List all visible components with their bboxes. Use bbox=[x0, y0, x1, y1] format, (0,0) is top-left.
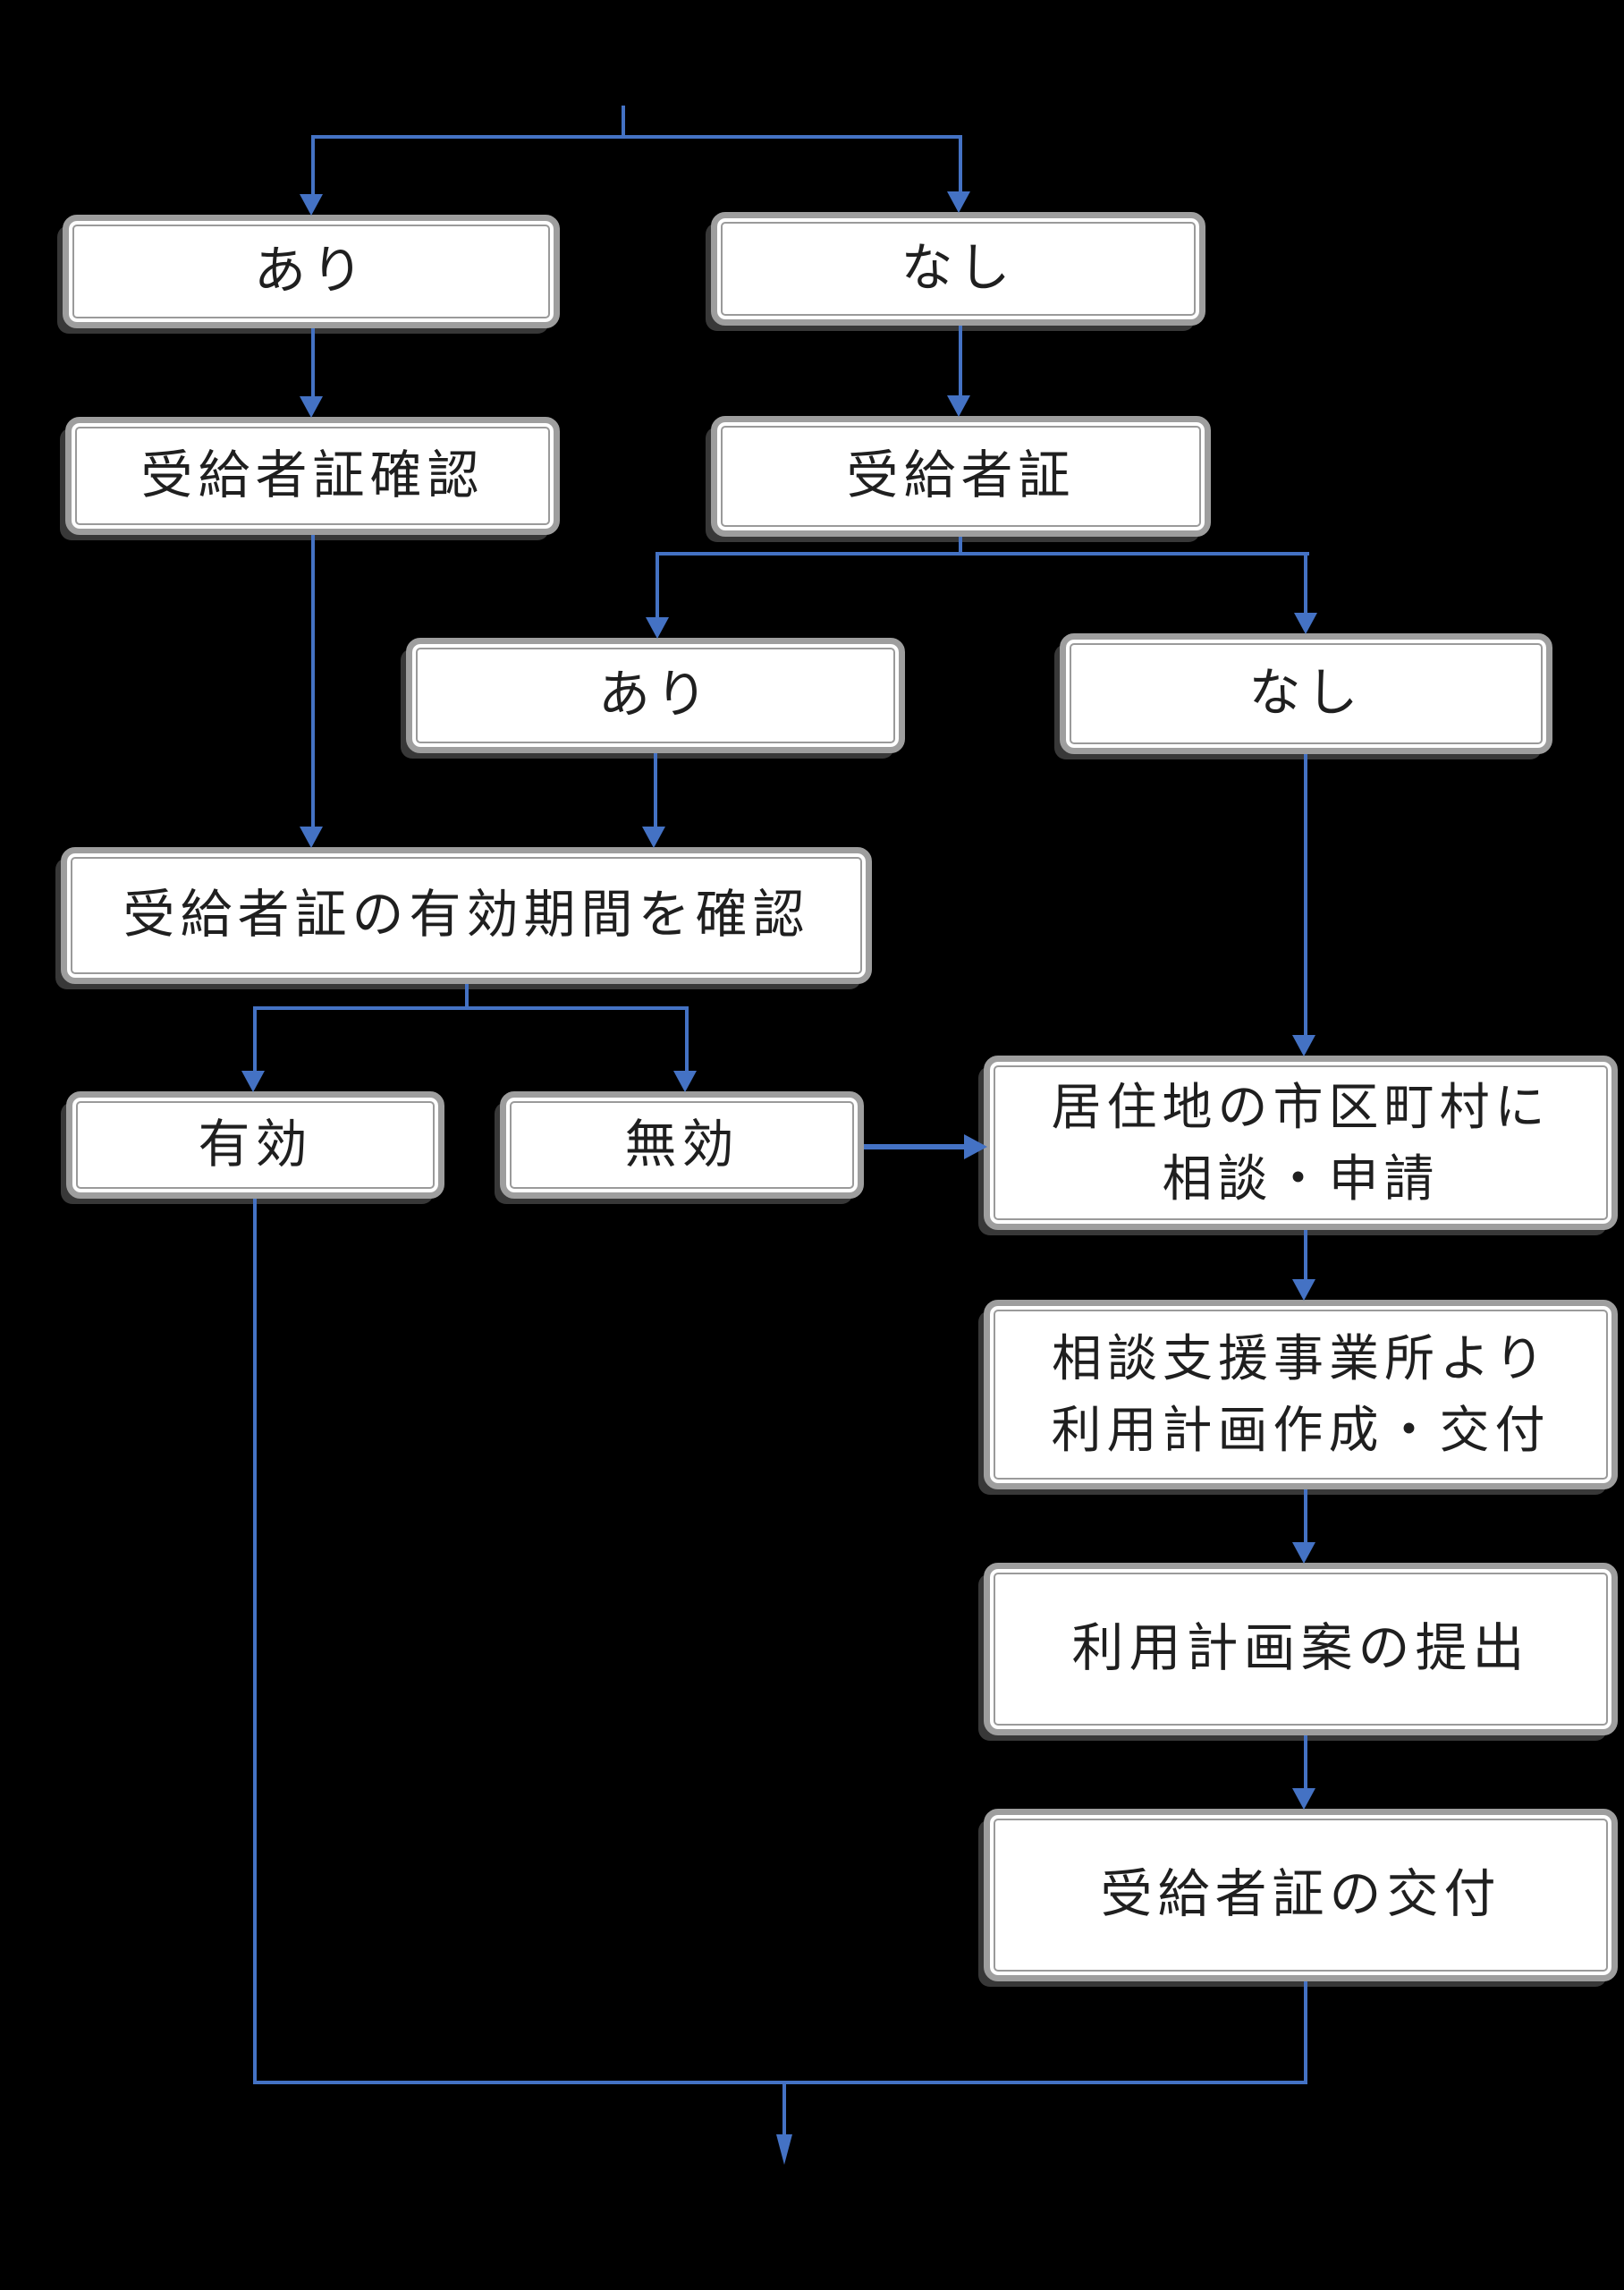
connector-kofu-down bbox=[1304, 1981, 1307, 2084]
connector-drop-muko bbox=[685, 1006, 689, 1072]
connector-drop-ari-1 bbox=[311, 135, 315, 195]
arrowhead-into-sakusei bbox=[1292, 1279, 1315, 1301]
arrowhead-into-kikan-right bbox=[642, 827, 665, 848]
node-riyokeikaku-sakusei: 相談支援事業所より 利用計画作成・交付 bbox=[984, 1300, 1618, 1489]
connector-yuko-long-down bbox=[253, 1199, 257, 2084]
arrowhead-into-muko bbox=[673, 1071, 697, 1092]
arrowhead-into-teishutsu bbox=[1292, 1542, 1315, 1564]
connector-sakusei-to-teishutsu bbox=[1304, 1489, 1307, 1543]
connector-kikan-down bbox=[465, 984, 469, 1010]
connector-drop-yuko bbox=[253, 1006, 257, 1072]
node-yuko: 有効 bbox=[66, 1091, 444, 1199]
connector-nashi1-to-jukyushasho bbox=[959, 326, 962, 396]
arrowhead-into-jukyushasho bbox=[947, 395, 970, 417]
arrowhead-into-yuko bbox=[241, 1071, 265, 1092]
node-ari-2: あり bbox=[406, 638, 905, 753]
arrowhead-into-sodan-top bbox=[1292, 1035, 1315, 1056]
node-muko: 無効 bbox=[500, 1091, 864, 1199]
connector-drop-ari-2 bbox=[656, 552, 659, 618]
connector-jukyushasho-down bbox=[959, 537, 962, 556]
arrowhead-bottom-exit bbox=[776, 2134, 792, 2165]
connector-top-horizontal bbox=[313, 135, 962, 139]
connector-muko-to-sodan bbox=[864, 1144, 966, 1149]
arrowhead-into-kikan-left bbox=[300, 827, 323, 848]
connector-top-stub bbox=[622, 106, 625, 139]
connector-split3-horizontal bbox=[253, 1006, 689, 1010]
connector-ari2-to-kikan bbox=[654, 753, 657, 827]
arrowhead-into-ari-1 bbox=[300, 194, 323, 216]
connector-merge-horizontal bbox=[253, 2081, 1307, 2084]
connector-split2-horizontal bbox=[656, 552, 1309, 556]
node-nashi-1: なし bbox=[711, 212, 1205, 326]
connector-kakunin-to-kikan bbox=[311, 535, 315, 827]
node-nashi-2: なし bbox=[1060, 633, 1552, 754]
node-jukyushasho: 受給者証 bbox=[711, 416, 1211, 537]
arrowhead-into-nashi-2 bbox=[1294, 613, 1317, 634]
node-yuko-kikan-kakunin: 受給者証の有効期間を確認 bbox=[61, 847, 872, 984]
node-jukyushasho-kofu: 受給者証の交付 bbox=[984, 1809, 1618, 1981]
arrowhead-into-ari-2 bbox=[646, 617, 669, 639]
connector-nashi2-to-sodan bbox=[1304, 754, 1307, 1036]
node-jukyushasho-kakunin: 受給者証確認 bbox=[65, 417, 560, 535]
connector-ari1-to-kakunin bbox=[311, 328, 315, 397]
node-riyokeikakuan-teishutsu: 利用計画案の提出 bbox=[984, 1563, 1618, 1735]
connector-drop-nashi-2 bbox=[1304, 552, 1307, 614]
connector-drop-nashi-1 bbox=[959, 135, 962, 192]
connector-sodan-to-sakusei bbox=[1304, 1230, 1307, 1280]
arrowhead-into-kakunin bbox=[300, 396, 323, 418]
arrowhead-into-sodan-left bbox=[964, 1134, 987, 1159]
connector-teishutsu-to-kofu bbox=[1304, 1735, 1307, 1789]
arrowhead-into-nashi-1 bbox=[947, 191, 970, 213]
node-ari-1: あり bbox=[63, 215, 560, 328]
arrowhead-into-kofu bbox=[1292, 1788, 1315, 1810]
node-shikuchoson-sodan: 居住地の市区町村に 相談・申請 bbox=[984, 1056, 1618, 1230]
connector-merge-down bbox=[782, 2084, 786, 2136]
